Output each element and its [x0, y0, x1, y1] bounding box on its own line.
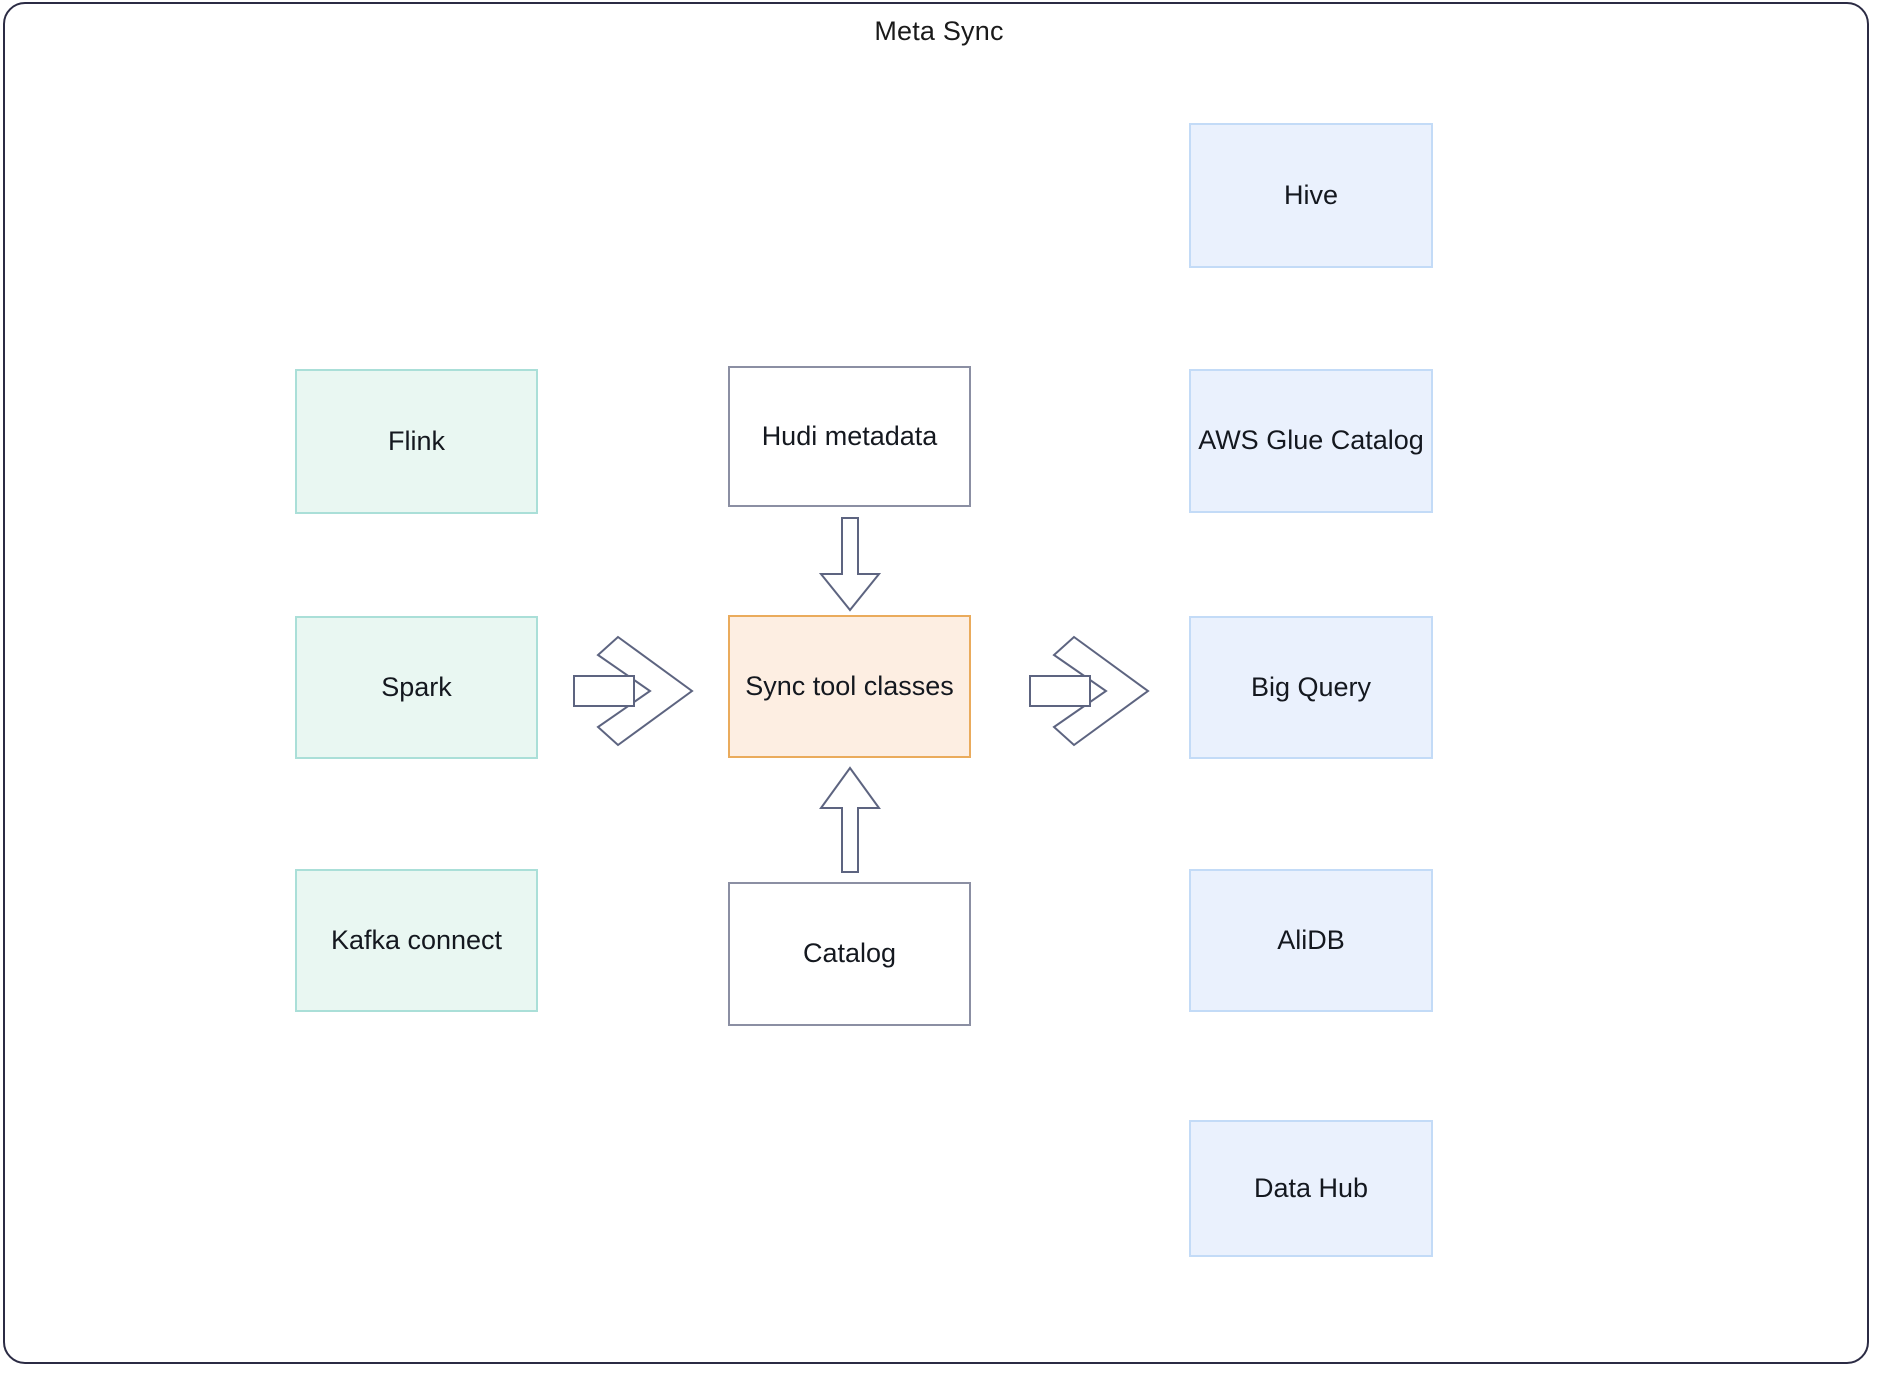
node-label: Hudi metadata: [761, 420, 938, 451]
node-label: Catalog: [802, 938, 897, 969]
node-label: AWS Glue Catalog: [1198, 425, 1424, 456]
node-spark[interactable]: Spark: [295, 616, 538, 759]
node-aws-glue-catalog[interactable]: AWS Glue Catalog: [1189, 369, 1433, 513]
node-label: Big Query: [1250, 671, 1372, 702]
node-label: Flink: [387, 425, 445, 456]
page-title: Meta Sync: [874, 16, 1004, 46]
node-data-hub[interactable]: Data Hub: [1189, 1120, 1433, 1257]
arrow-hudi-to-sync-icon: [818, 517, 882, 612]
arrow-sources-to-sync-icon: [573, 635, 694, 747]
arrow-catalog-to-sync-icon: [819, 766, 881, 873]
node-label: Data Hub: [1253, 1172, 1369, 1203]
node-label: Spark: [381, 671, 452, 702]
arrow-sync-to-targets-icon: [1029, 635, 1150, 747]
node-label: Sync tool classes: [745, 670, 954, 701]
node-label: Hive: [1283, 179, 1338, 210]
node-hudi-metadata[interactable]: Hudi metadata: [728, 366, 971, 507]
node-label: Kafka connect: [330, 924, 503, 955]
node-sync-tool-classes[interactable]: Sync tool classes: [728, 615, 971, 758]
node-label: AliDB: [1277, 924, 1345, 955]
node-alidb[interactable]: AliDB: [1189, 869, 1433, 1012]
node-hive[interactable]: Hive: [1189, 123, 1433, 268]
node-flink[interactable]: Flink: [295, 369, 538, 514]
node-catalog[interactable]: Catalog: [728, 882, 971, 1026]
node-big-query[interactable]: Big Query: [1189, 616, 1433, 759]
node-kafka-connect[interactable]: Kafka connect: [295, 869, 538, 1012]
